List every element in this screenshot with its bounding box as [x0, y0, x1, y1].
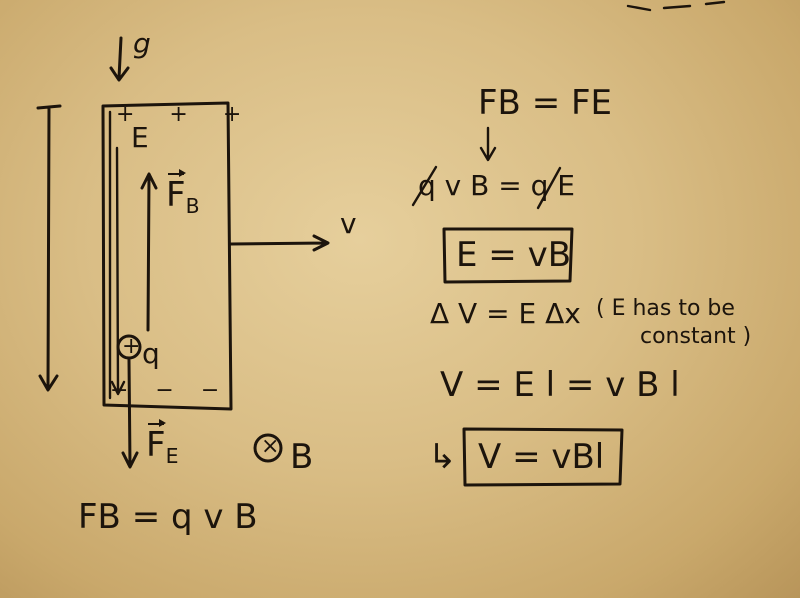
cancel-q-left: [411, 165, 438, 207]
gravity-label: g: [133, 27, 151, 60]
fe-vector-symbol: F: [146, 419, 166, 465]
charge-label: q: [142, 337, 160, 370]
fb-label: FB: [166, 169, 200, 219]
boxed-field-equation: E = vB: [456, 235, 572, 275]
force-formula: FB = q v B: [78, 497, 258, 537]
fe-label: FE: [146, 419, 179, 469]
voltage-definition: Δ V = E Δx: [430, 297, 581, 330]
charge-circle: [116, 334, 142, 360]
force-balance: FB = FE: [478, 83, 613, 123]
conductor-rod: [101, 101, 233, 411]
fe-subscript: E: [165, 444, 179, 469]
voltage-substitution: V = E l = v B l: [440, 365, 680, 405]
fb-vector-symbol: F: [166, 169, 186, 215]
velocity-arrow: [229, 234, 330, 252]
b-field-label: B: [290, 437, 314, 477]
stray-marks: [626, 0, 726, 12]
charge-sign: +: [122, 334, 141, 359]
constant-note-line2: constant ): [640, 324, 752, 349]
e-field-label: E: [131, 121, 149, 154]
velocity-label: v: [340, 207, 357, 240]
negative-charges: − − −: [110, 378, 230, 403]
fb-arrow: [140, 172, 158, 332]
box-result: [462, 427, 624, 487]
result-arrow: ↳: [428, 437, 457, 477]
box-field: [442, 227, 574, 284]
derivation-arrow: [479, 126, 497, 162]
constant-note-line1: ( E has to be: [596, 296, 735, 321]
positive-charges: + + +: [116, 102, 256, 127]
b-field-circle: [253, 433, 283, 463]
fe-arrow: [121, 358, 139, 469]
gravity-arrow: [109, 36, 130, 82]
b-field-symbol: ×: [261, 434, 280, 459]
fb-subscript: B: [185, 194, 200, 219]
boxed-result-equation: V = vBl: [478, 437, 605, 477]
force-balance-expanded: q v B = q E: [418, 169, 575, 202]
cancel-q-right: [536, 166, 562, 210]
length-arrow: [36, 104, 62, 392]
